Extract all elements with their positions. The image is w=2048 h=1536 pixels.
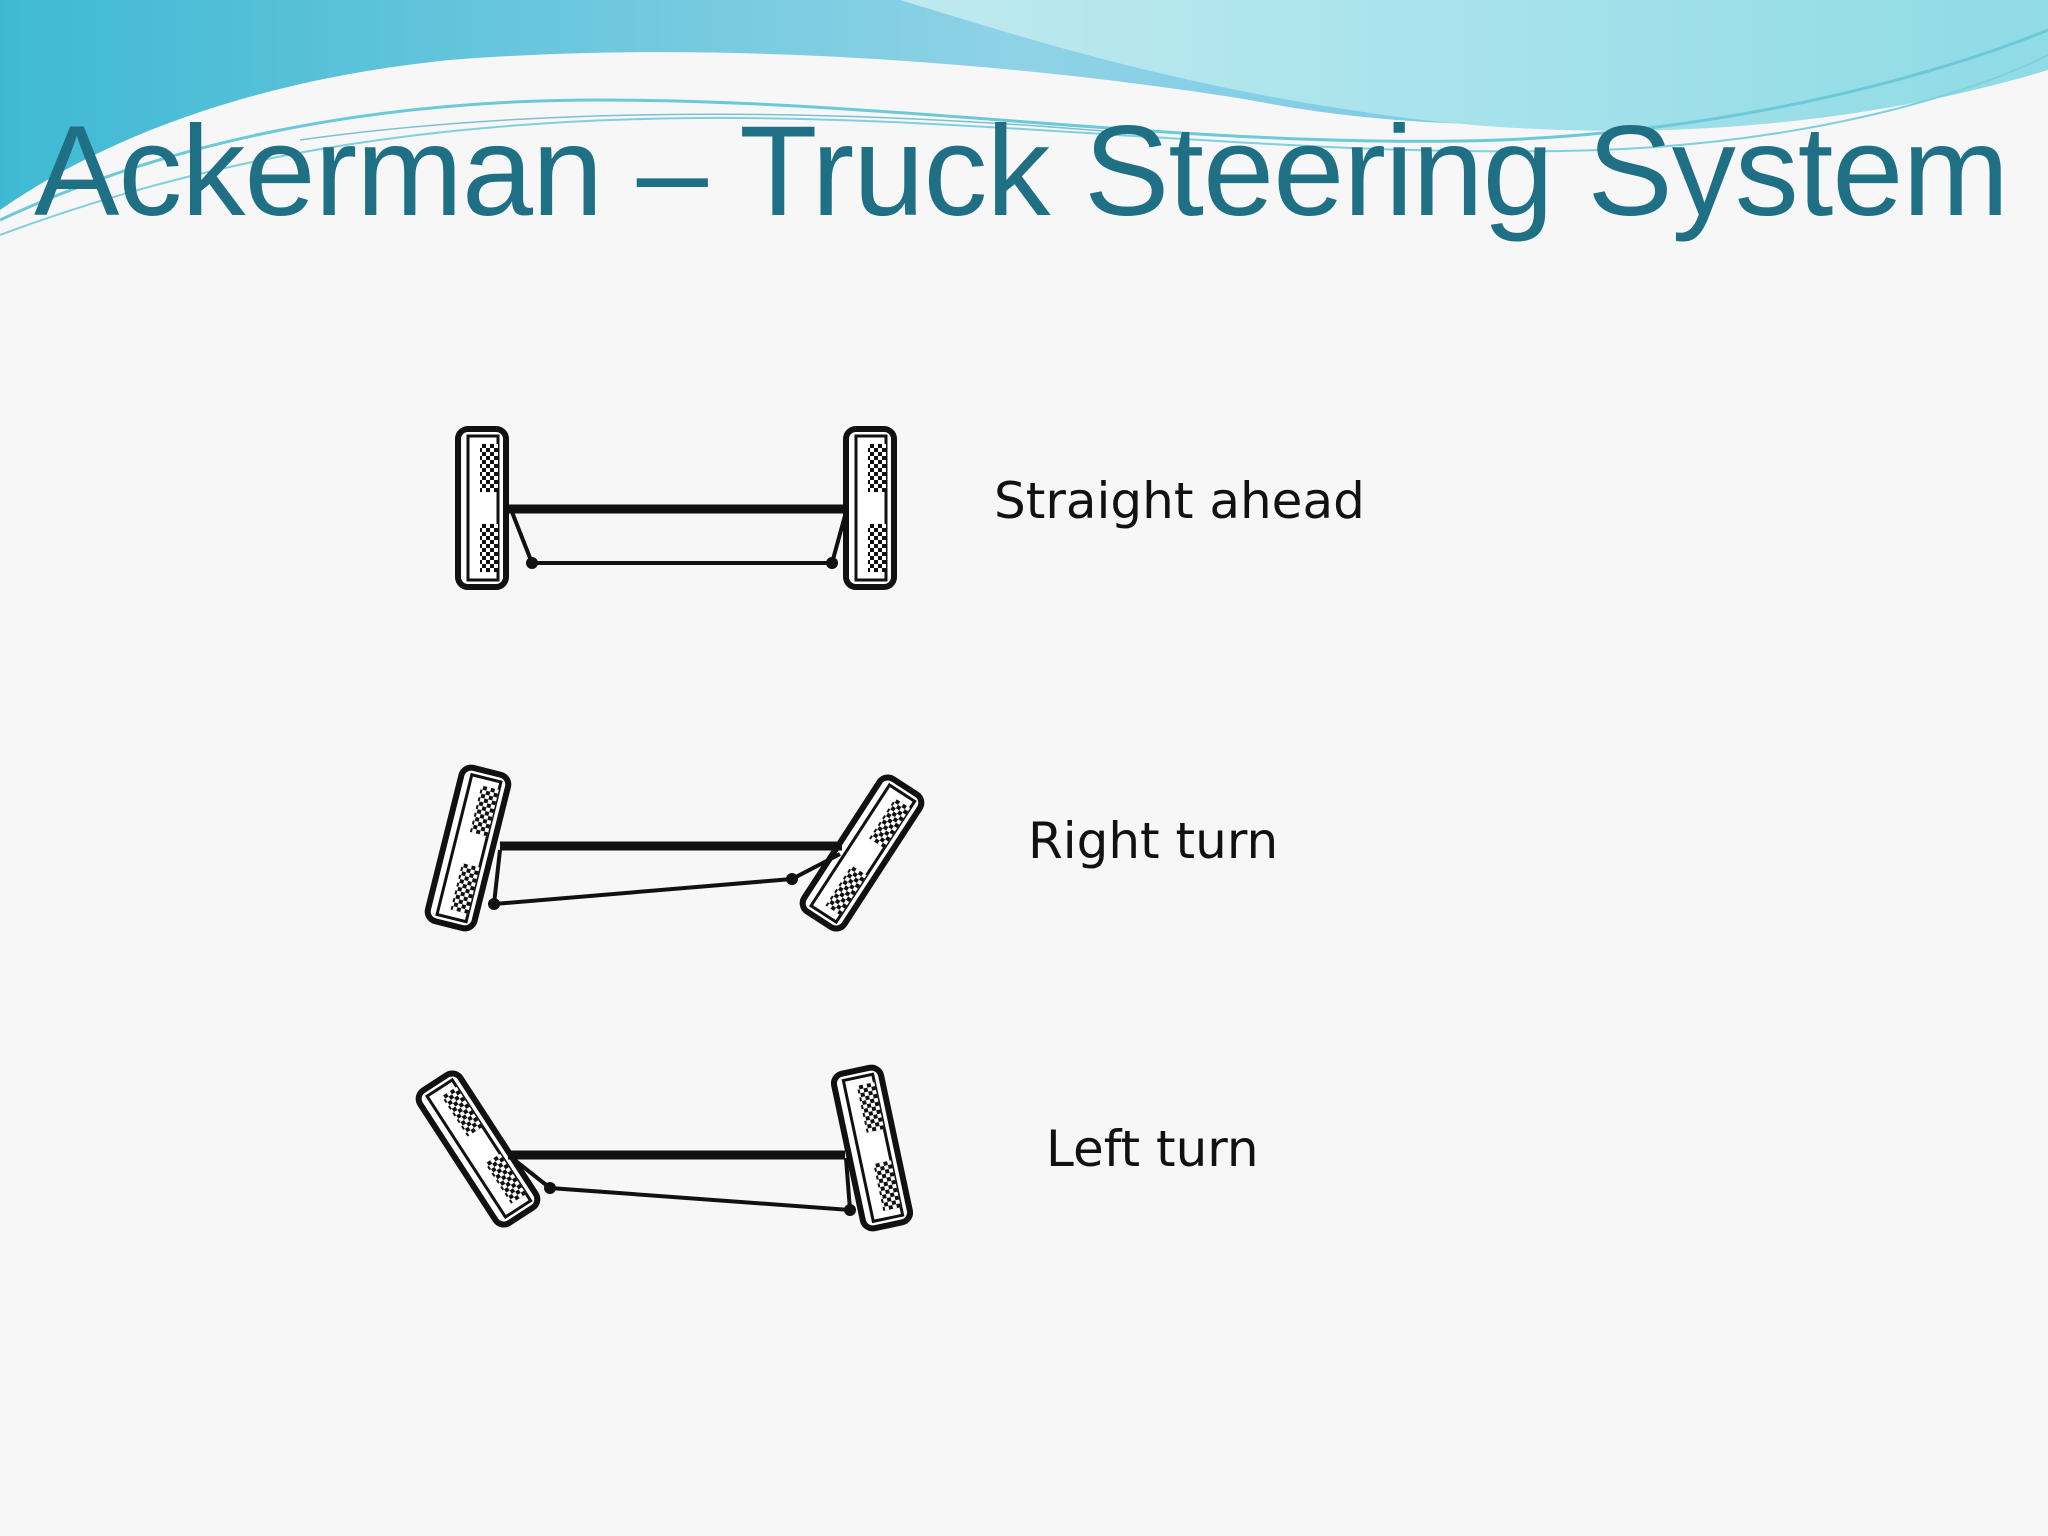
tie-rod xyxy=(510,511,848,565)
tie-rod-joint xyxy=(544,1182,556,1194)
right-wheel xyxy=(846,429,894,587)
label-right-turn: Right turn xyxy=(1028,812,1279,870)
right-wheel xyxy=(832,1066,912,1231)
diagram-right-turn xyxy=(426,766,926,933)
left-wheel xyxy=(458,429,506,587)
label-left-turn: Left turn xyxy=(1046,1120,1259,1178)
label-straight-ahead: Straight ahead xyxy=(994,472,1365,530)
diagram-left-turn xyxy=(415,1066,912,1231)
tie-rod-joint xyxy=(826,557,838,569)
right-wheel xyxy=(799,774,925,933)
tie-rod xyxy=(510,1156,853,1213)
tie-rod xyxy=(491,849,841,907)
left-wheel xyxy=(415,1070,541,1229)
diagram-straight-ahead xyxy=(458,429,894,587)
tie-rod-joint xyxy=(786,873,798,885)
tie-rod-joint xyxy=(488,898,500,910)
slide-title: Ackerman – Truck Steering System xyxy=(34,100,2009,243)
tie-rod-joint xyxy=(844,1204,856,1216)
header-wave-decoration xyxy=(0,0,2048,236)
tie-rod-joint xyxy=(526,557,538,569)
